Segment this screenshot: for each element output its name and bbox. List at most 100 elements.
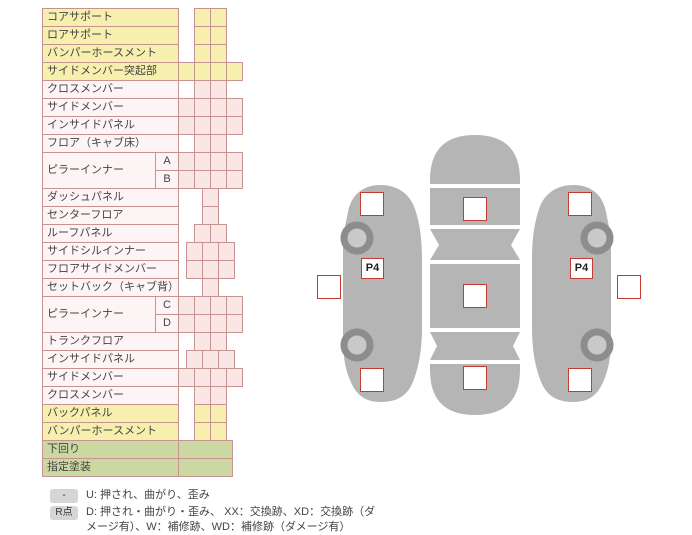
legend-text: D: 押され・曲がり・歪み、 XX：交換跡、XD：交換跡（ダメージ有）、W：補修… bbox=[86, 506, 376, 533]
legend-text: U: 押され、曲がり、歪み bbox=[86, 489, 210, 501]
damage-cell bbox=[186, 260, 203, 279]
damage-cell bbox=[210, 314, 227, 333]
part-label: ロアサポート bbox=[42, 26, 179, 45]
center-car-roof-marker bbox=[463, 284, 487, 308]
damage-cell bbox=[178, 368, 195, 387]
damage-cell bbox=[178, 98, 195, 117]
vehicle-silhouettes bbox=[340, 135, 614, 415]
legend-badge: - bbox=[50, 489, 78, 503]
damage-cell bbox=[194, 386, 211, 405]
damage-cell bbox=[210, 296, 227, 315]
damage-cell bbox=[210, 404, 227, 423]
part-label: コアサポート bbox=[42, 8, 179, 27]
pillar-sublabel: A bbox=[155, 152, 179, 171]
damage-cell bbox=[210, 152, 227, 171]
center-car-top-view bbox=[430, 135, 520, 415]
legend-item: - U: 押され、曲がり、歪み bbox=[50, 488, 670, 503]
damage-cell bbox=[186, 242, 203, 261]
right-car-outer-marker bbox=[617, 275, 641, 299]
damage-cell bbox=[194, 170, 211, 189]
part-label: ルーフパネル bbox=[42, 224, 179, 243]
damage-cell bbox=[218, 350, 235, 369]
damage-cell bbox=[218, 260, 235, 279]
damage-cell bbox=[202, 350, 219, 369]
part-label: バンパーホースメント bbox=[42, 44, 179, 63]
part-label: サイドメンバー突起部 bbox=[42, 62, 179, 81]
damage-cell bbox=[194, 332, 211, 351]
damage-cell bbox=[202, 242, 219, 261]
wheel-icon bbox=[340, 328, 374, 362]
part-label: バンパーホースメント bbox=[42, 422, 179, 441]
damage-cell bbox=[178, 458, 233, 477]
pillar-sublabel: C bbox=[155, 296, 179, 315]
damage-cell bbox=[178, 314, 195, 333]
damage-cell bbox=[226, 116, 243, 135]
damage-cell bbox=[210, 134, 227, 153]
damage-cell bbox=[210, 170, 227, 189]
damage-cell bbox=[194, 152, 211, 171]
center-car-trunk-marker bbox=[463, 366, 487, 390]
part-label: ピラーインナー bbox=[42, 152, 156, 189]
damage-cell bbox=[194, 26, 211, 45]
damage-cell bbox=[194, 368, 211, 387]
part-label: ピラーインナー bbox=[42, 296, 156, 333]
damage-cell bbox=[194, 404, 211, 423]
damage-cell bbox=[194, 296, 211, 315]
damage-cell bbox=[178, 170, 195, 189]
damage-cell bbox=[194, 422, 211, 441]
damage-cell bbox=[194, 44, 211, 63]
part-label: クロスメンバー bbox=[42, 386, 179, 405]
damage-cell bbox=[194, 314, 211, 333]
damage-cell bbox=[202, 206, 219, 225]
damage-cell bbox=[210, 62, 227, 81]
left-car-rear-marker bbox=[360, 368, 384, 392]
panel-divider-lines bbox=[430, 184, 520, 364]
wheel-icon bbox=[580, 328, 614, 362]
part-label: バックパネル bbox=[42, 404, 179, 423]
damage-cell bbox=[210, 98, 227, 117]
part-label: 指定塗装 bbox=[42, 458, 179, 477]
center-car-hood-marker bbox=[463, 197, 487, 221]
damage-cell bbox=[210, 80, 227, 99]
part-label: インサイドパネル bbox=[42, 350, 179, 369]
damage-markers-layer: P4 P4 bbox=[310, 128, 692, 428]
right-car-hood-marker bbox=[568, 192, 592, 216]
left-car-hood-marker bbox=[360, 192, 384, 216]
damage-cell bbox=[202, 188, 219, 207]
pillar-sublabel: B bbox=[155, 170, 179, 189]
left-car-outer-marker bbox=[317, 275, 341, 299]
damage-parts-table: コアサポートロアサポートバンパーホースメントサイドメンバー突起部クロスメンバーサ… bbox=[42, 8, 304, 480]
legend-badge: R点 bbox=[50, 506, 78, 520]
part-label: インサイドパネル bbox=[42, 116, 179, 135]
part-label: サイドメンバー bbox=[42, 98, 179, 117]
window-wedges bbox=[430, 229, 520, 360]
vehicle-damage-diagram: P4 P4 bbox=[310, 128, 692, 428]
damage-cell bbox=[210, 422, 227, 441]
damage-cell bbox=[178, 440, 233, 459]
part-label: フロアサイドメンバー bbox=[42, 260, 179, 279]
part-label: クロスメンバー bbox=[42, 80, 179, 99]
damage-cell bbox=[202, 260, 219, 279]
damage-cell bbox=[178, 116, 195, 135]
part-label: フロア（キャブ床） bbox=[42, 134, 179, 153]
left-car-panel-code: P4 bbox=[361, 258, 384, 279]
damage-cell bbox=[194, 98, 211, 117]
damage-cell bbox=[194, 80, 211, 99]
part-label: サイドメンバー bbox=[42, 368, 179, 387]
damage-cell bbox=[210, 44, 227, 63]
damage-cell bbox=[210, 224, 227, 243]
wheel-icon bbox=[340, 221, 374, 255]
right-car-panel-code: P4 bbox=[570, 258, 593, 279]
damage-cell bbox=[210, 26, 227, 45]
damage-cell bbox=[210, 386, 227, 405]
damage-cell bbox=[226, 368, 243, 387]
damage-cell bbox=[194, 134, 211, 153]
part-label: 下回り bbox=[42, 440, 179, 459]
part-label: センターフロア bbox=[42, 206, 179, 225]
damage-cell bbox=[210, 116, 227, 135]
part-label: トランクフロア bbox=[42, 332, 179, 351]
damage-cell bbox=[194, 116, 211, 135]
part-label: サイドシルインナー bbox=[42, 242, 179, 261]
damage-cell bbox=[210, 332, 227, 351]
legend: - U: 押され、曲がり、歪み R点 D: 押され・曲がり・歪み、 XX：交換跡… bbox=[50, 488, 670, 535]
